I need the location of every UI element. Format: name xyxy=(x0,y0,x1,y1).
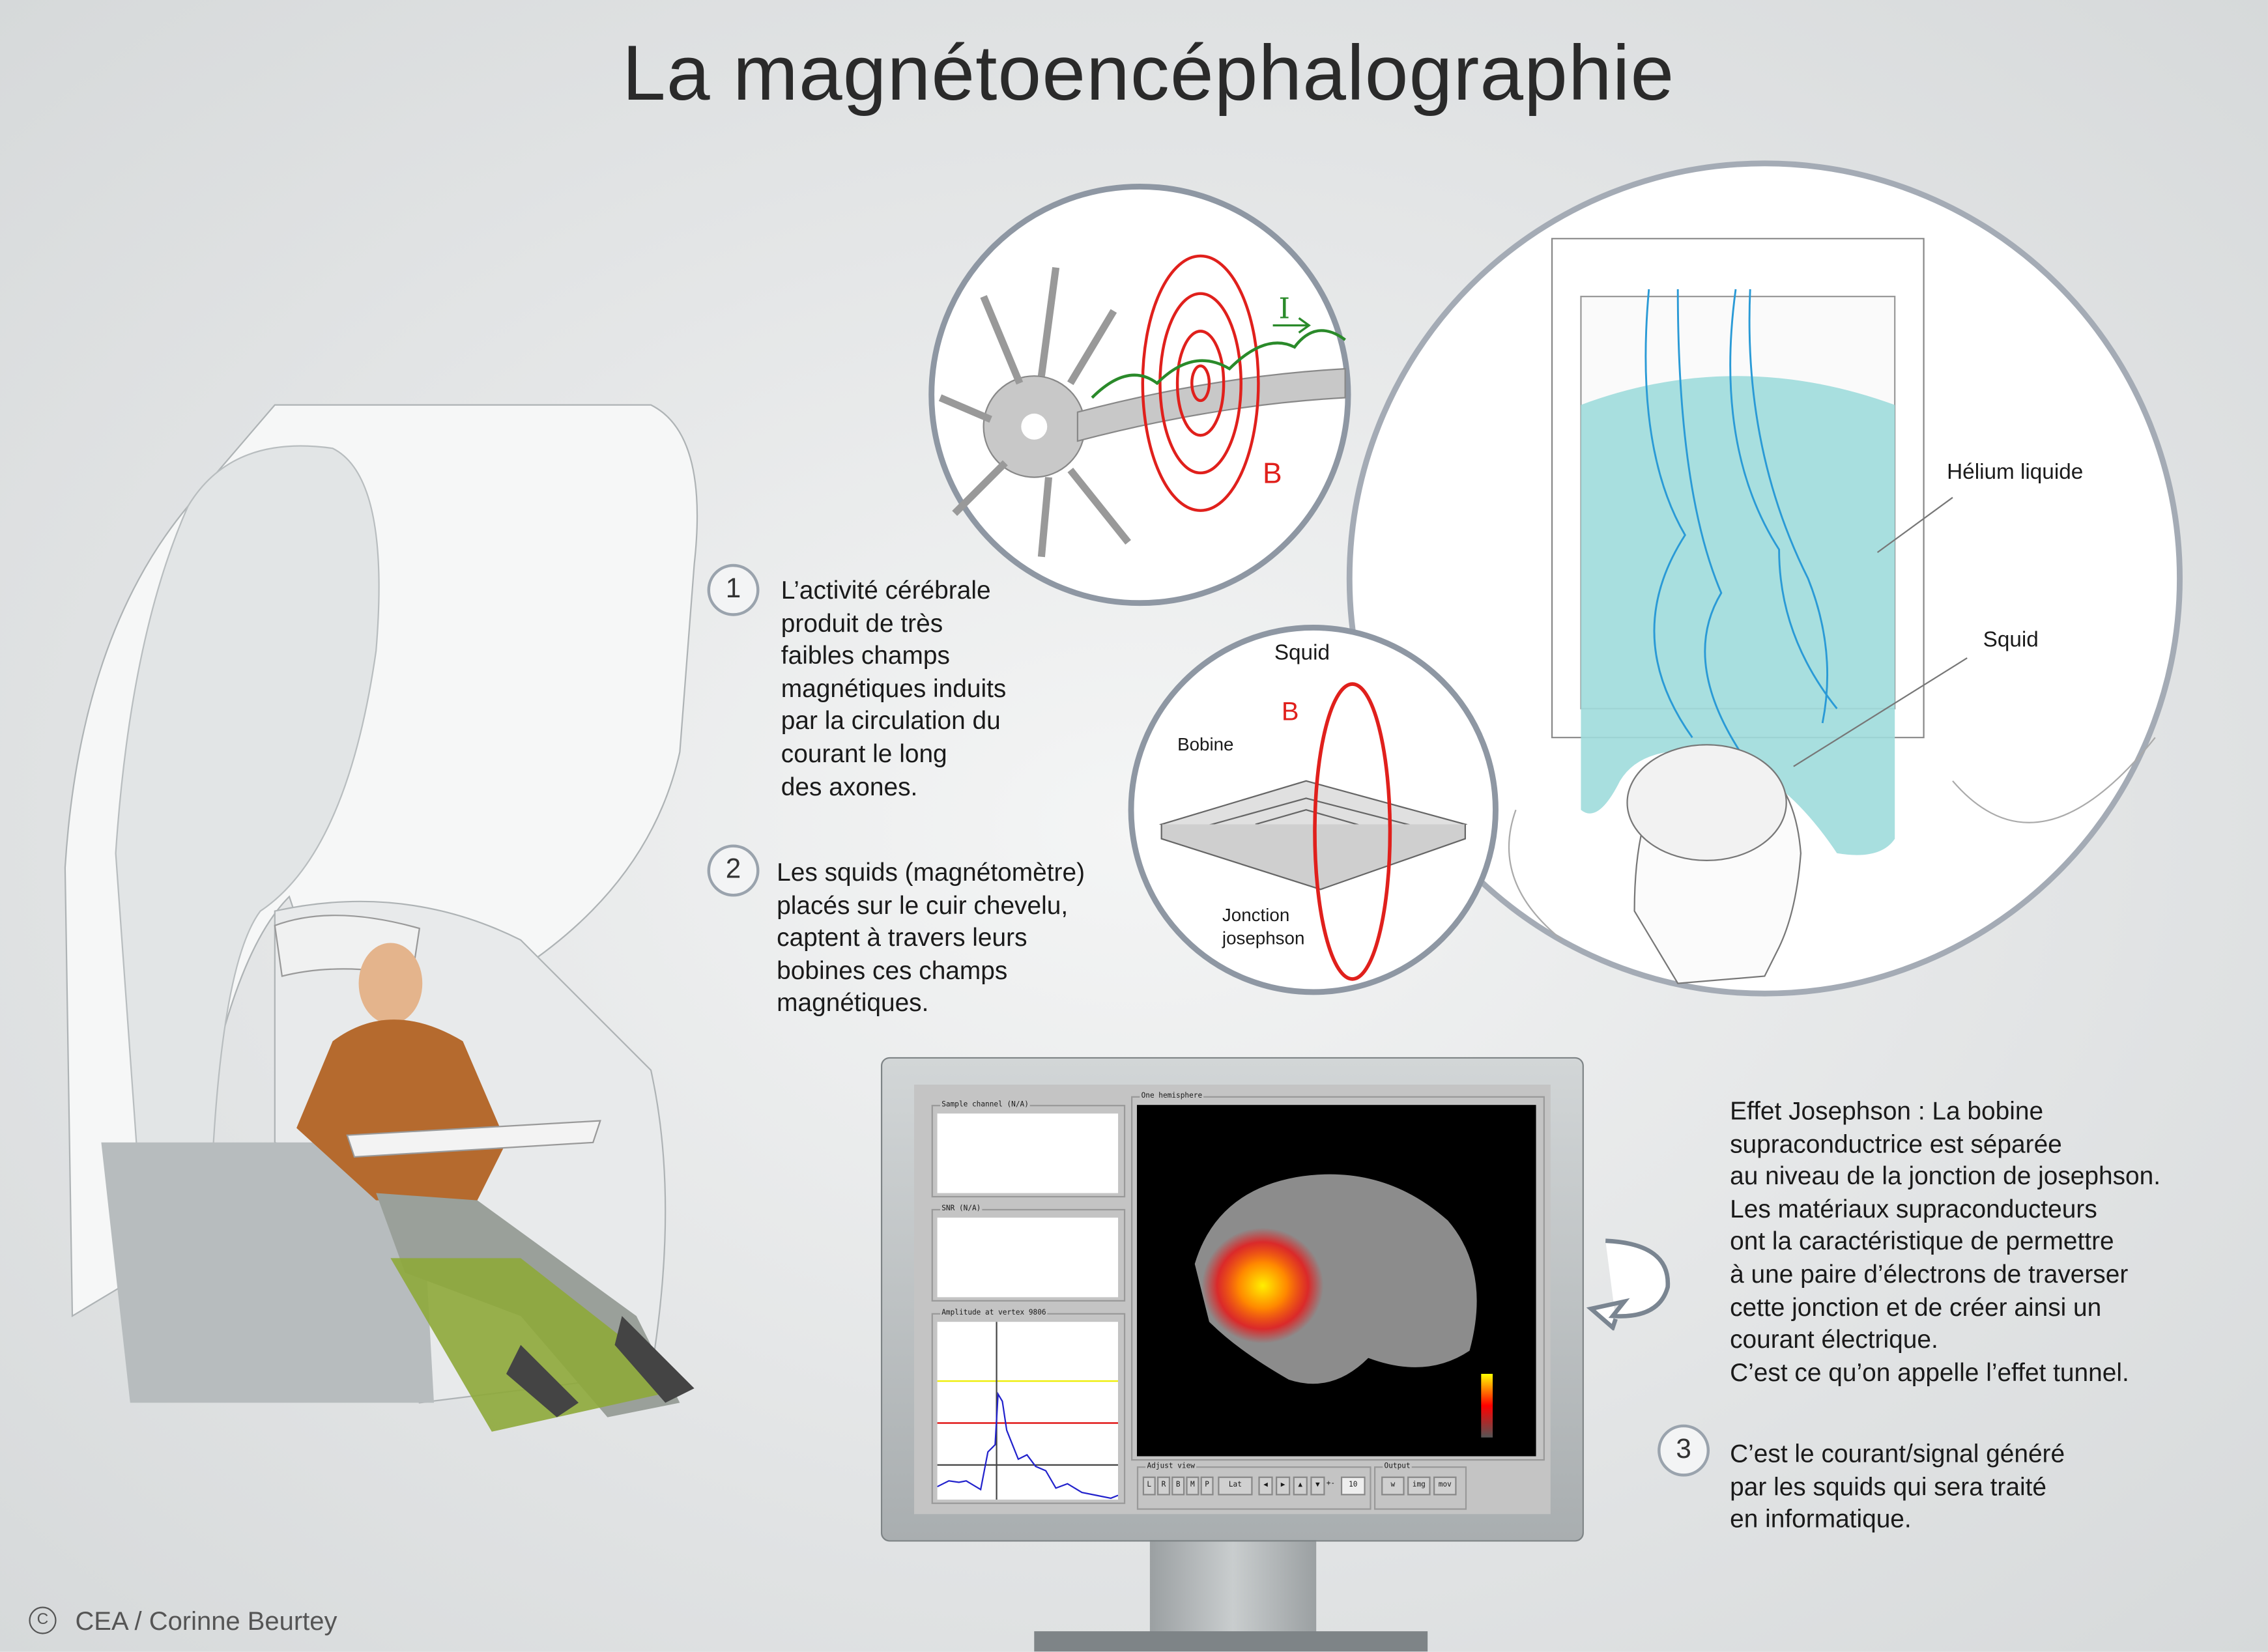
amplitude-plot xyxy=(937,1322,1119,1500)
rotate-left-button[interactable]: ◀ xyxy=(1258,1476,1273,1496)
meg-software-screen: Sample channel (N/A) SNR (N/A) Amplitude… xyxy=(914,1085,1551,1515)
step-1-text: L’activité cérébrale produit de très fai… xyxy=(781,575,1007,801)
step-3-badge: 3 xyxy=(1658,1424,1710,1477)
rotate-down-button[interactable]: ▼ xyxy=(1310,1476,1325,1496)
rotate-arrow-icon xyxy=(1586,1238,1671,1331)
field-loop xyxy=(1313,682,1392,981)
panel-title: One hemisphere xyxy=(1140,1092,1204,1101)
step-input[interactable]: 10 xyxy=(1340,1476,1366,1496)
current-label: I xyxy=(1278,291,1291,326)
copyright-icon: C xyxy=(29,1606,57,1634)
step-2-text: Les squids (magnétomètre) placés sur le … xyxy=(777,857,1085,1018)
field-label: B xyxy=(1263,458,1282,491)
josephson-text: Effet Josephson : La bobine supraconduct… xyxy=(1730,1096,2161,1387)
view-button-b[interactable]: B xyxy=(1171,1476,1185,1496)
color-scale-bar xyxy=(1481,1374,1493,1438)
magnetic-field-rings xyxy=(1141,254,1260,512)
current-wave xyxy=(1091,329,1346,399)
squid-field-label: B xyxy=(1281,697,1299,726)
coil-label: Bobine xyxy=(1177,734,1234,755)
output-w-button[interactable]: w xyxy=(1381,1476,1405,1496)
label-leader-lines xyxy=(1793,496,1968,767)
brain-render xyxy=(1136,1105,1536,1457)
output-mov-button[interactable]: mov xyxy=(1433,1476,1457,1496)
step-3-text: C’est le courant/signal généré par les s… xyxy=(1730,1438,2065,1533)
neuron-magnification-circle xyxy=(928,183,1351,606)
helmet-magnification-circle xyxy=(1346,160,2183,997)
output-img-button[interactable]: img xyxy=(1407,1476,1431,1496)
step-label: +- xyxy=(1326,1479,1336,1488)
rotate-up-button[interactable]: ▲ xyxy=(1293,1476,1308,1496)
view-button-p[interactable]: P xyxy=(1200,1476,1214,1496)
rotate-right-button[interactable]: ▶ xyxy=(1276,1476,1291,1496)
view-button-l[interactable]: L xyxy=(1142,1476,1156,1496)
squid-label: Squid xyxy=(1983,627,2039,653)
monitor-stand xyxy=(1149,1539,1317,1634)
snr-plot xyxy=(937,1218,1119,1298)
view-button-r[interactable]: R xyxy=(1157,1476,1170,1496)
helium-label: Hélium liquide xyxy=(1947,459,2084,485)
junction-label: Jonction josephson xyxy=(1222,905,1305,948)
meg-chair-illustration xyxy=(64,404,698,1432)
panel-title: Sample channel (N/A) xyxy=(940,1100,1031,1109)
step-2-badge: 2 xyxy=(707,844,760,897)
squid-magnification-circle xyxy=(1128,625,1499,995)
page-title: La magnétoencéphalographie xyxy=(622,30,1675,117)
adjust-view-label: Adjust view xyxy=(1145,1462,1197,1471)
monitor: Sample channel (N/A) SNR (N/A) Amplitude… xyxy=(880,1057,1584,1542)
credit: CEA / Corinne Beurtey xyxy=(75,1606,337,1636)
sample-channel-plot xyxy=(937,1113,1119,1193)
panel-title: Amplitude at vertex 9806 xyxy=(940,1309,1048,1318)
squid-wires xyxy=(1644,289,1838,767)
view-select[interactable]: Lat xyxy=(1218,1476,1253,1496)
step-1-badge: 1 xyxy=(707,563,760,616)
panel-title: SNR (N/A) xyxy=(940,1204,983,1214)
squid-title: Squid xyxy=(1274,640,1330,666)
current-arrow-icon xyxy=(1272,317,1311,334)
output-label: Output xyxy=(1383,1462,1412,1471)
view-button-m[interactable]: M xyxy=(1186,1476,1199,1496)
monitor-base xyxy=(1034,1631,1428,1652)
